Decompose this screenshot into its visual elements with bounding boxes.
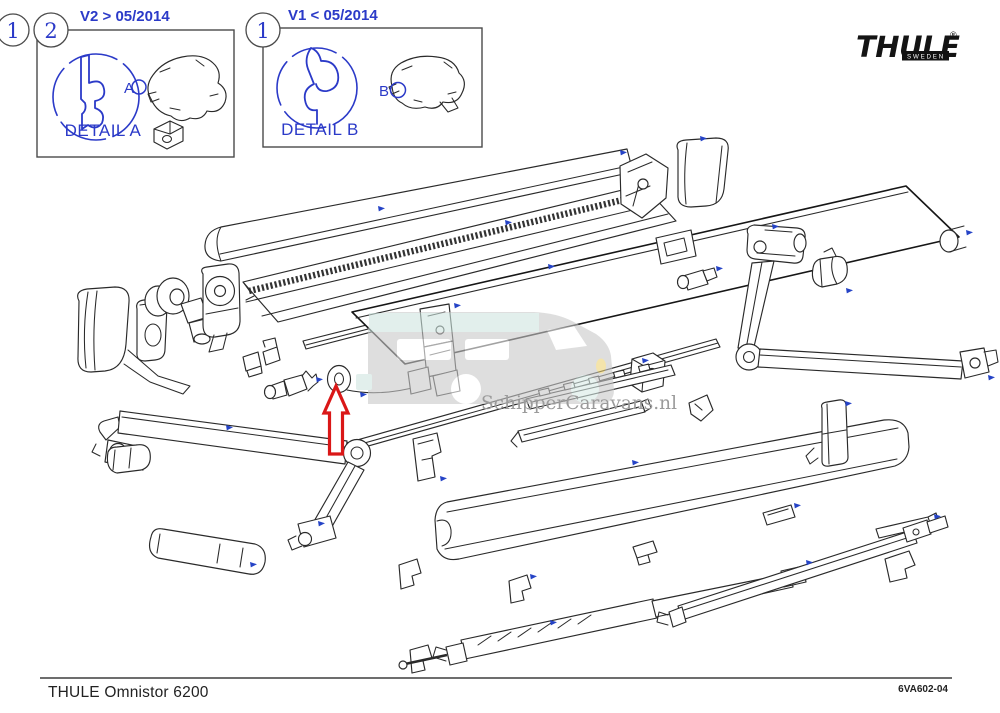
left-pin-connector — [263, 370, 319, 400]
ref-label-a: A — [124, 80, 134, 97]
ref-circle-a — [131, 79, 147, 95]
callout-number-1: 1 — [6, 19, 19, 43]
callout-bubble-1b — [245, 12, 281, 48]
detail-label-b: DETAIL B — [281, 120, 359, 139]
registered-mark: ® — [950, 30, 957, 40]
case-roller-extrusion — [242, 184, 677, 323]
thule-logo: THULE SWEDEN ® — [856, 30, 961, 64]
mounting-clips — [398, 394, 940, 674]
lead-rail-end-cap — [805, 399, 849, 467]
left-arm-covers — [106, 444, 266, 575]
corner-gusset — [412, 432, 442, 482]
end-cap-sketch-b — [388, 55, 465, 113]
model-title: THULE Omnistor 6200 — [48, 684, 209, 701]
callout-number-1b: 1 — [256, 19, 269, 43]
ref-label-b: B — [379, 83, 389, 100]
ref-circle-b — [389, 81, 407, 99]
callout-number-2: 2 — [44, 19, 57, 43]
callout-bubble-1 — [0, 13, 30, 47]
right-square-bracket — [655, 229, 697, 265]
top-cover-profile — [204, 148, 634, 262]
detail-box-b: 1 V1 < 05/2014 DETAIL B B — [245, 7, 483, 148]
rail-hook-profile-b — [303, 47, 340, 125]
right-spring-arm-assembly — [735, 224, 964, 380]
brand-country: SWEDEN — [907, 54, 945, 61]
right-bracket-cluster — [619, 153, 669, 219]
callout-bubble-2 — [33, 12, 69, 48]
slotted-strip-lower — [510, 398, 652, 448]
right-end-cap — [676, 137, 729, 208]
detail-box-a: 1 2 V2 > 05/2014 DETAIL A A — [0, 8, 235, 158]
detail-label-a: DETAIL A — [65, 121, 142, 140]
end-cap-sketch-a — [147, 55, 227, 150]
version-label-a: V2 > 05/2014 — [80, 8, 170, 25]
rail-hook-profile-a — [80, 54, 106, 130]
watermark-text: SchipperCaravans.nl — [481, 393, 677, 414]
right-pin-connector — [676, 267, 718, 291]
footer: THULE Omnistor 6200 6VA602-04 — [40, 677, 952, 701]
drawing-number: 6VA602-04 — [898, 684, 948, 695]
crank-adapter — [811, 247, 848, 288]
brand-country-box — [902, 51, 949, 61]
detail-b-magnifier-circle — [276, 47, 358, 129]
detail-a-magnifier-circle — [52, 53, 140, 141]
watermark-logo — [356, 312, 614, 404]
right-tension-rafter — [656, 515, 949, 628]
left-end-cap — [77, 286, 191, 395]
right-arm-end-bracket — [959, 347, 999, 379]
version-label-b: V1 < 05/2014 — [288, 7, 378, 24]
attention-arrow — [321, 382, 351, 456]
left-pulley-disc — [144, 277, 190, 317]
center-tension-rafter — [398, 565, 807, 670]
left-arm-assembly — [91, 410, 372, 551]
left-bracket-pair — [242, 337, 281, 378]
left-gear-bracket — [201, 263, 241, 353]
